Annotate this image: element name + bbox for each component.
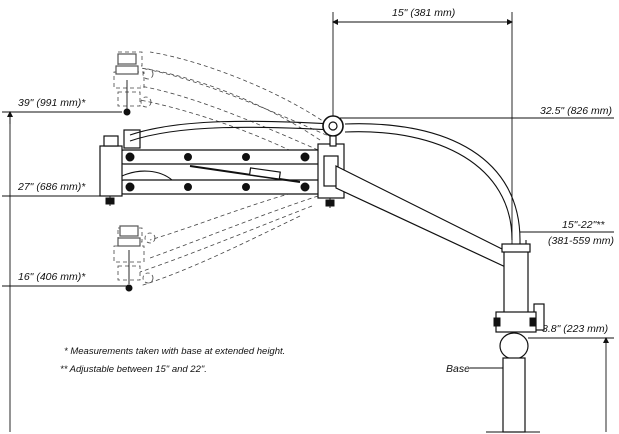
- dim-reach: 32.5" (826 mm): [340, 105, 614, 119]
- base-callout: Base: [446, 363, 503, 375]
- dim-top-width-label: 15" (381 mm): [392, 7, 455, 19]
- dim-top-width: 15" (381 mm): [332, 7, 513, 250]
- dim-height-27-label: 27" (686 mm)*: [17, 181, 86, 193]
- ghost-arm-lower: [113, 185, 319, 287]
- dim-offset: 15"-22"** (381-559 mm): [520, 219, 614, 247]
- footnote-1: * Measurements taken with base at extend…: [64, 346, 285, 357]
- dim-heights: 39" (991 mm)* 27" (686 mm)* 16" (406 mm)…: [2, 97, 128, 432]
- dim-reach-label: 32.5" (826 mm): [540, 105, 612, 117]
- support-post: [486, 243, 540, 433]
- dim-base-height-label: 8.8" (223 mm): [542, 323, 608, 335]
- ghost-tool-upper: [115, 53, 139, 116]
- dim-offset-top-label: 15"-22"**: [562, 219, 605, 231]
- base-label: Base: [446, 363, 470, 375]
- top-pivot: [322, 115, 344, 147]
- dim-offset-bottom-label: (381-559 mm): [548, 235, 614, 247]
- footnote-2: ** Adjustable between 15" and 22".: [60, 364, 207, 375]
- dim-height-16-label: 16" (406 mm)*: [18, 271, 86, 283]
- dim-height-39-label: 39" (991 mm)*: [18, 97, 86, 109]
- main-arm: [99, 129, 513, 271]
- dim-base-height: 8.8" (223 mm): [528, 323, 614, 432]
- ghost-tool-lower: [117, 225, 141, 292]
- ghost-arm-upper: [113, 51, 334, 161]
